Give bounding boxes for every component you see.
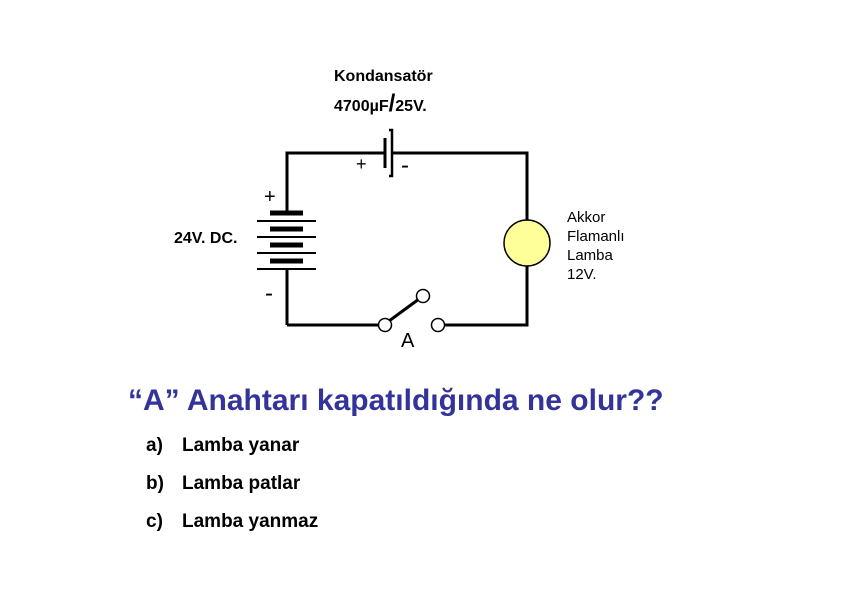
option-c-text: Lamba yanmaz: [182, 511, 319, 532]
wire-top-left: [285, 151, 385, 213]
option-c: c) Lamba yanmaz: [146, 511, 318, 533]
capacitor-plate-right: [389, 128, 394, 178]
capacitor-minus: -: [401, 152, 409, 179]
option-b-text: Lamba patlar: [182, 473, 301, 494]
option-b-letter: b): [146, 473, 164, 494]
option-a-text: Lamba yanar: [182, 435, 300, 456]
battery-minus: -: [265, 280, 273, 307]
battery-plus: +: [264, 186, 276, 208]
battery-label: 24V. DC.: [174, 230, 237, 247]
lamp-bulb: [503, 219, 551, 267]
switch-symbol: [377, 288, 446, 333]
lamp-label: Akkor Flamanlı Lamba 12V.: [567, 209, 629, 283]
capacitor-value: 4700µF/25V.: [334, 90, 427, 117]
question-text: “A” Anahtarı kapatıldığında ne olur??: [128, 384, 664, 417]
capacitor-symbol: [383, 128, 394, 178]
option-b: b) Lamba patlar: [146, 473, 300, 495]
lamp-label-line-2: Flamanlı: [567, 228, 625, 245]
option-c-letter: c): [146, 511, 163, 532]
switch-lever: [388, 297, 420, 323]
capacitor-plus: +: [356, 154, 367, 174]
switch-label: A: [401, 330, 415, 352]
lamp-label-line-1: Akkor: [567, 209, 605, 226]
option-a-letter: a): [146, 435, 163, 456]
lamp-label-line-4: 12V.: [567, 266, 596, 283]
option-a: a) Lamba yanar: [146, 435, 299, 457]
capacitor-label: Kondansatör: [334, 68, 433, 85]
wire-top-right: [392, 151, 529, 220]
wire-right-bottom: [444, 266, 529, 327]
switch-contact-lever-end: [415, 288, 431, 304]
switch-contact-left: [377, 317, 393, 333]
switch-contact-right: [430, 317, 446, 333]
battery-symbol: [257, 210, 316, 270]
lamp-label-line-3: Lamba: [567, 247, 614, 264]
circuit-wires: [285, 151, 529, 327]
